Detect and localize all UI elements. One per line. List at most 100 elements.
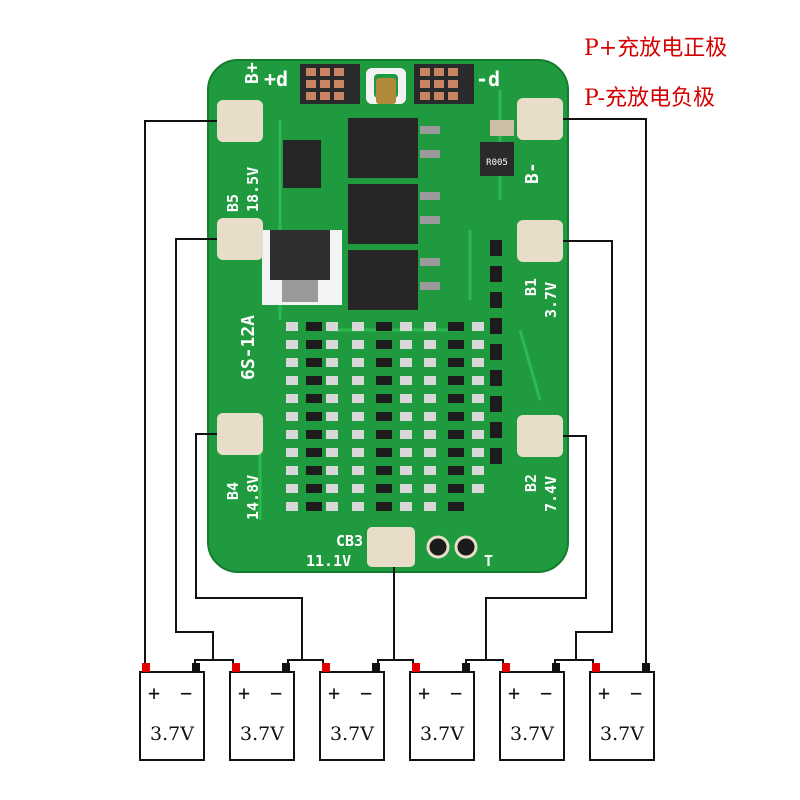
cell-negative-terminal <box>462 663 470 672</box>
smd-component <box>326 448 338 457</box>
smd-component <box>286 376 298 385</box>
smd-component <box>424 376 436 385</box>
smd-component <box>424 430 436 439</box>
label-b5-name: B5 <box>224 194 242 212</box>
cell-positive-terminal <box>412 663 420 672</box>
shunt-label: R005 <box>486 158 508 168</box>
wire-b-plus <box>144 120 217 665</box>
smd-component <box>326 430 338 439</box>
board-model-label: 6S-12A <box>238 315 259 380</box>
mosfet-array <box>348 118 440 310</box>
smd-component <box>424 340 436 349</box>
battery-cell: +−3.7V <box>499 663 565 761</box>
cell-body <box>319 671 385 761</box>
cell-body <box>499 671 565 761</box>
smd-component <box>448 502 464 511</box>
smd-component <box>286 322 298 331</box>
smd-component <box>472 376 484 385</box>
smd-component <box>376 358 392 367</box>
cell-voltage-label: 3.7V <box>150 723 194 745</box>
smd-component <box>326 358 338 367</box>
battery-cells: +−3.7V+−3.7V+−3.7V+−3.7V+−3.7V+−3.7V <box>139 663 655 761</box>
wire-b-minus <box>563 118 647 665</box>
smd-component <box>352 322 364 331</box>
pad-b2 <box>517 415 563 457</box>
smd-component <box>352 340 364 349</box>
smd-component <box>352 430 364 439</box>
cell-minus-sign: − <box>270 681 282 705</box>
smd-component <box>490 292 502 308</box>
cell-negative-terminal <box>282 663 290 672</box>
pad-b3 <box>367 527 415 567</box>
smd-component <box>352 484 364 493</box>
smd-component <box>306 376 322 385</box>
smd-component <box>326 394 338 403</box>
label-b1-name: B1 <box>522 278 540 296</box>
thermistor-pad-2 <box>454 535 478 559</box>
smd-component <box>400 394 412 403</box>
smd-component <box>490 240 502 256</box>
label-p-plus: +d <box>264 67 288 91</box>
smd-component <box>326 502 338 511</box>
smd-component <box>376 340 392 349</box>
smd-component <box>376 448 392 457</box>
cell-plus-sign: + <box>598 681 610 705</box>
label-b-minus: B- <box>522 162 543 184</box>
cell-positive-terminal <box>322 663 330 672</box>
cell-minus-sign: − <box>360 681 372 705</box>
legend-p-plus: P+充放电正极 <box>584 36 728 61</box>
smd-component <box>376 430 392 439</box>
smd-component <box>490 318 502 334</box>
smd-component <box>286 430 298 439</box>
smd-component <box>400 376 412 385</box>
cell-plus-sign: + <box>148 681 160 705</box>
pad-b5 <box>217 218 263 260</box>
smd-component <box>448 322 464 331</box>
cell-voltage-label: 3.7V <box>420 723 464 745</box>
cell-plus-sign: + <box>508 681 520 705</box>
smd-component <box>352 376 364 385</box>
cell-minus-sign: − <box>540 681 552 705</box>
cell-positive-terminal <box>592 663 600 672</box>
smd-component <box>490 344 502 360</box>
battery-cell: +−3.7V <box>319 663 385 761</box>
smd-component <box>472 448 484 457</box>
smd-component <box>376 394 392 403</box>
label-b3-name: CB3 <box>336 532 363 550</box>
smd-component <box>472 466 484 475</box>
smd-component <box>286 358 298 367</box>
smd-component <box>400 430 412 439</box>
smd-component <box>326 322 338 331</box>
smd-component <box>472 358 484 367</box>
smd-component <box>306 358 322 367</box>
smd-component <box>286 340 298 349</box>
cell-plus-sign: + <box>238 681 250 705</box>
smd-component <box>306 430 322 439</box>
smd-component <box>400 484 412 493</box>
smd-component <box>286 502 298 511</box>
smd-component <box>448 358 464 367</box>
cell-positive-terminal <box>502 663 510 672</box>
smd-component <box>376 502 392 511</box>
smd-component <box>400 448 412 457</box>
label-b3-voltage: 11.1V <box>306 552 351 570</box>
cell-body <box>589 671 655 761</box>
battery-cell: +−3.7V <box>589 663 655 761</box>
cell-voltage-label: 3.7V <box>330 723 374 745</box>
pcb-board: R005 B+ +d -d B- B5 18.5V 6S-12A B4 14.8… <box>207 59 569 573</box>
smd-component <box>352 394 364 403</box>
smd-component-grid <box>286 240 502 511</box>
thermistor-pad-1 <box>426 535 450 559</box>
smd-component <box>424 394 436 403</box>
cell-positive-terminal <box>232 663 240 672</box>
smd-component <box>448 376 464 385</box>
cell-minus-sign: − <box>180 681 192 705</box>
smd-component <box>352 502 364 511</box>
smd-component <box>326 376 338 385</box>
smd-component <box>490 370 502 386</box>
smd-component <box>306 394 322 403</box>
smd-component <box>490 266 502 282</box>
smd-component <box>326 466 338 475</box>
legend-p-minus: P-充放电负极 <box>584 86 716 111</box>
